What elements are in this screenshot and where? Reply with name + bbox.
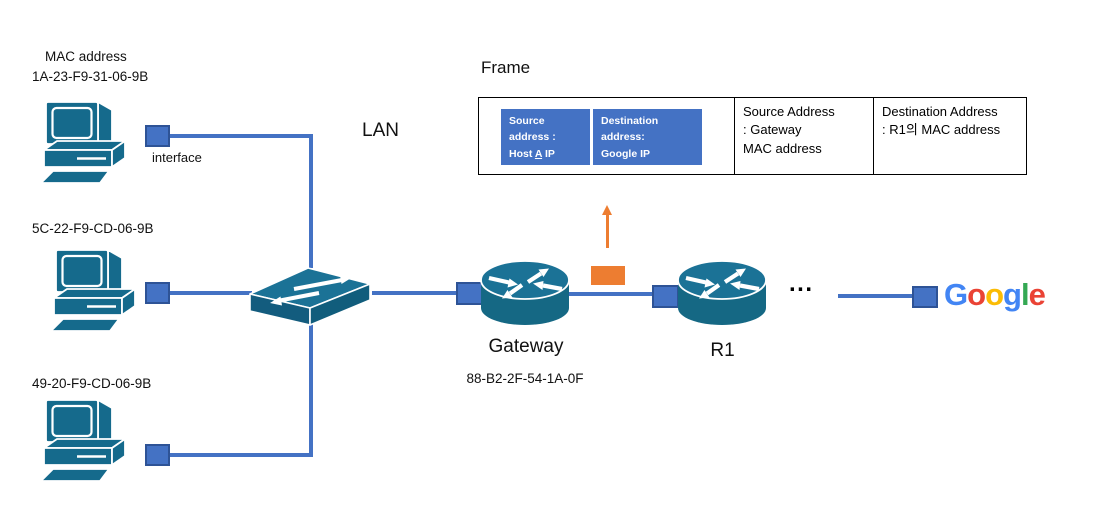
ip-source-line2: address : — [509, 131, 556, 144]
mac-destination-line1: Destination Address — [882, 104, 998, 119]
frame-ip-destination-cell: Destination address: Google IP — [593, 109, 702, 165]
wire-hosta-vertical — [309, 134, 313, 268]
ellipsis-label: ... — [789, 270, 814, 297]
ip-destination-line1: Destination — [601, 115, 659, 127]
google-interface-port — [912, 286, 938, 308]
frame-title: Frame — [481, 58, 531, 77]
lan-switch-icon — [246, 260, 374, 328]
r1-interface-port — [652, 285, 679, 308]
hosta-computer-icon — [36, 98, 141, 188]
google-letter: l — [1020, 277, 1030, 312]
wire-r1-google — [838, 294, 914, 298]
google-letter: o — [985, 277, 1004, 312]
frame-ip-source-cell: Source address : Host A IP — [501, 109, 590, 165]
ip-destination-line3: Google IP — [601, 147, 651, 160]
wire-switch-gateway — [372, 291, 458, 295]
google-letter: e — [1028, 277, 1046, 312]
r1-label: R1 — [710, 340, 735, 361]
hostc-interface-port — [145, 444, 170, 466]
lan-label: LAN — [362, 120, 399, 141]
ip-source-line3: Host A IP — [509, 147, 555, 160]
host-a-underlined: A — [534, 147, 543, 160]
hostb-interface-port — [145, 282, 170, 304]
frame-arrow-head-icon — [601, 205, 612, 215]
gateway-label: Gateway — [488, 336, 564, 357]
ip-destination-line2: address: — [601, 131, 645, 144]
gateway-mac-address: 88-B2-2F-54-1A-0F — [466, 371, 584, 386]
wire-hostc-horizontal — [169, 453, 313, 457]
frame-mac-source-cell: Source Address : Gateway MAC address — [734, 98, 873, 174]
google-letter: g — [1003, 277, 1022, 312]
gateway-router-icon — [479, 258, 571, 334]
wire-hosta-horizontal — [169, 134, 313, 138]
hostb-mac-address: 5C-22-F9-CD-06-9B — [32, 221, 154, 236]
ip-source-line1: Source — [509, 115, 545, 127]
wire-hostc-vertical — [309, 323, 313, 457]
mac-destination-line2: : R1의 MAC address — [882, 122, 1001, 138]
r1-router-icon — [676, 258, 768, 334]
wire-hostb-horizontal — [169, 291, 252, 295]
google-letter: o — [967, 277, 986, 312]
hostc-computer-icon — [36, 396, 141, 486]
interface-label: interface — [152, 150, 202, 165]
hosta-mac-address: 1A-23-F9-31-06-9B — [32, 69, 149, 84]
hostc-mac-address: 49-20-F9-CD-06-9B — [32, 376, 152, 391]
hosta-interface-port — [145, 125, 170, 147]
wire-gateway-r1 — [567, 292, 654, 296]
mac-source-line1: Source Address — [743, 104, 835, 119]
google-letter: G — [944, 277, 968, 312]
google-logo: Google — [944, 277, 1046, 313]
frame-packet — [591, 266, 625, 285]
hostb-computer-icon — [46, 246, 151, 336]
frame-arrow-shaft — [606, 215, 609, 248]
mac-source-line2: : Gateway — [743, 122, 802, 138]
frame-table: Source address : Host A IP Destination a… — [478, 97, 1027, 175]
hosta-mac-title: MAC address — [45, 49, 127, 64]
frame-mac-destination-cell: Destination Address : R1의 MAC address — [873, 98, 1025, 174]
mac-source-line3: MAC address — [743, 140, 822, 156]
